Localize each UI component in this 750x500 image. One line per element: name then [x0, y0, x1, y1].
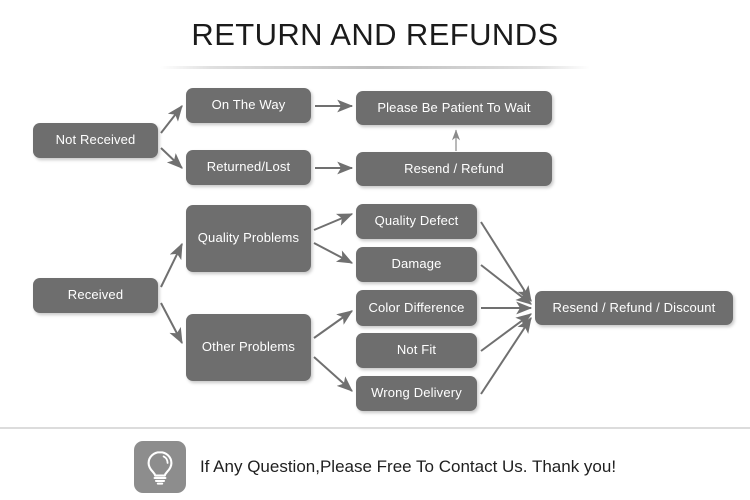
connector-quality-defect-resend-refund-discount [480, 221, 532, 303]
connector-not-fit-resend-refund-discount [480, 313, 532, 352]
flow-node-returned-lost[interactable]: Returned/Lost [186, 150, 311, 185]
connector-damage-resend-refund-discount [480, 264, 532, 305]
connector-quality-problems-quality-defect [313, 213, 354, 231]
flow-node-wrong-delivery[interactable]: Wrong Delivery [356, 376, 477, 411]
connector-not-received-on-the-way [160, 105, 183, 134]
flow-node-please-be-patient-to-wait[interactable]: Please Be Patient To Wait [356, 91, 552, 125]
flow-node-resend-refund[interactable]: Resend / Refund [356, 152, 552, 186]
connector-other-problems-wrong-delivery [313, 356, 353, 392]
connector-other-problems-color-difference [313, 310, 353, 339]
connector-not-received-returned-lost [160, 147, 183, 169]
connector-wrong-delivery-resend-refund-discount [480, 316, 532, 395]
connector-quality-problems-damage [313, 242, 354, 264]
flow-node-quality-problems[interactable]: Quality Problems [186, 205, 311, 272]
page-title: RETURN AND REFUNDS [191, 17, 559, 52]
flow-node-other-problems[interactable]: Other Problems [186, 314, 311, 381]
footer-message: If Any Question,Please Free To Contact U… [199, 456, 617, 476]
flow-node-on-the-way[interactable]: On The Way [186, 88, 311, 123]
title-divider [160, 66, 590, 69]
flow-node-damage[interactable]: Damage [356, 247, 477, 282]
flow-node-not-received[interactable]: Not Received [33, 123, 158, 158]
flow-node-color-difference[interactable]: Color Difference [356, 290, 477, 326]
flow-node-received[interactable]: Received [33, 278, 158, 313]
lightbulb-icon [133, 440, 186, 493]
flow-node-resend-refund-discount[interactable]: Resend / Refund / Discount [535, 291, 733, 325]
flow-node-quality-defect[interactable]: Quality Defect [356, 204, 477, 239]
footer: If Any Question,Please Free To Contact U… [0, 433, 750, 500]
connector-received-quality-problems [160, 242, 183, 288]
connector-received-other-problems [160, 302, 183, 345]
footer-divider [0, 427, 750, 429]
flow-node-not-fit[interactable]: Not Fit [356, 333, 477, 368]
